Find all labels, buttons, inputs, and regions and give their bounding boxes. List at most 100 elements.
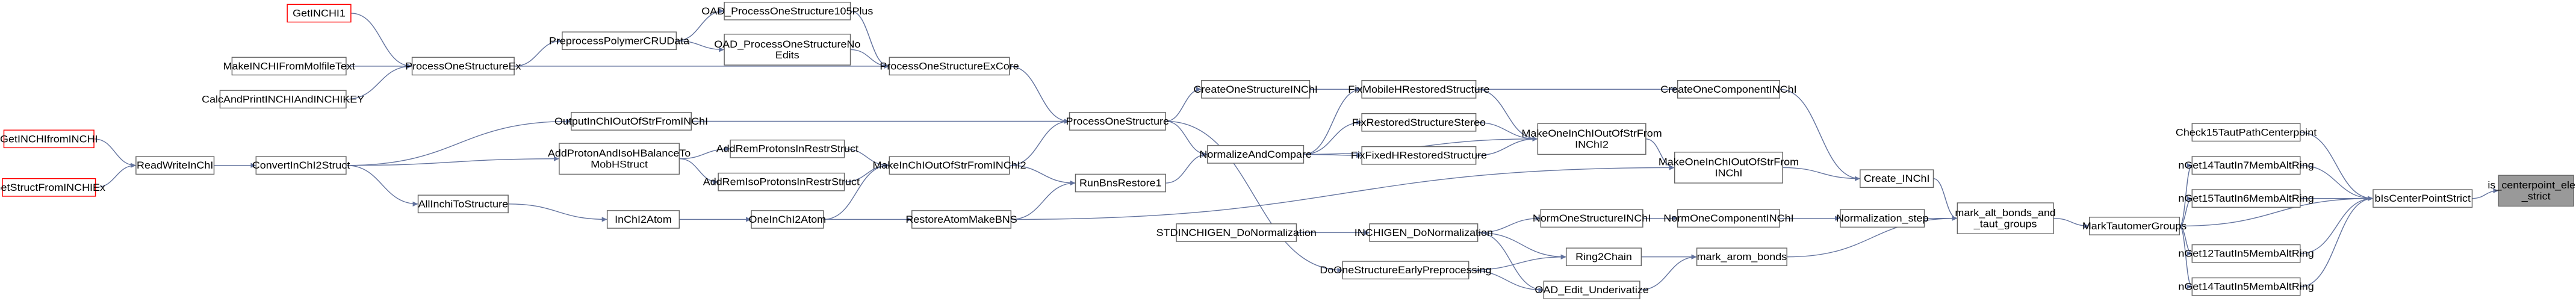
node-label: bIsCenterPointStrict — [2374, 193, 2471, 204]
node-inchi2atom[interactable]: InChI2Atom — [606, 210, 680, 229]
node-label: Normalization_step — [1836, 213, 1929, 224]
node-box — [724, 1, 851, 20]
node-oad-edit-underivatize[interactable]: OAD_Edit_Underivatize — [1535, 281, 1649, 300]
node-normalizeandcompare[interactable]: NormalizeAndCompare — [1199, 145, 1312, 164]
node-box — [724, 34, 851, 66]
edge-inchigen-donormalization-to-normonestructureinchi — [1477, 216, 1541, 234]
node-label: RunBnsRestore1 — [1079, 177, 1162, 188]
node-label: nGet15TautIn6MembAltRing — [2178, 193, 2314, 204]
node-box — [2191, 123, 2301, 142]
node-label: Check15TautPathCenterpoint — [2176, 126, 2317, 138]
node-normonecomponentinchi[interactable]: NormOneComponentINChI — [1663, 209, 1794, 228]
node-nget14tautin7membaltring[interactable]: nGet14TautIn7MembAltRing — [2178, 156, 2314, 175]
node-box — [1674, 152, 1783, 184]
node-box — [911, 210, 1012, 229]
edge-normalizeandcompare-to-fixrestoredstructurestereo — [1303, 120, 1362, 155]
edge-convertinchi2struct-to-outputinchioutofstrfrominchi — [346, 119, 571, 166]
edge-biscenterpointstrict-to-is-centerpoint-elem-strict — [2472, 188, 2499, 199]
node-label: Create_INChI — [1864, 173, 1930, 184]
node-getinchifrominchi[interactable]: GetINCHIfromINCHI — [0, 129, 98, 149]
node-makeinchioutofstrfrominchi2[interactable]: MakeInChIOutOfStrFromINChI2 — [872, 156, 1026, 175]
node-biscenterpointstrict[interactable]: bIsCenterPointStrict — [2373, 189, 2473, 208]
node-label: OAD_Edit_Underivatize — [1535, 284, 1648, 296]
node-box — [1361, 113, 1477, 132]
edge-normalizeandcompare-to-fixmobilehrestoredstructure — [1303, 87, 1362, 155]
node-box — [2191, 277, 2301, 296]
node-label: AllInchiToStructure — [418, 198, 509, 209]
node-box — [1075, 173, 1166, 193]
node-nget12tautin5membaltring[interactable]: nGet12TautIn5MembAltRing — [2178, 244, 2314, 263]
node-label: STDINCHIGEN_DoNormalization — [1156, 227, 1317, 238]
node-restoreatommakebns[interactable]: RestoreAtomMakeBNS — [905, 210, 1017, 229]
node-stdinchigen-donormalization[interactable]: STDINCHIGEN_DoNormalization — [1156, 223, 1317, 242]
node-box — [135, 156, 215, 175]
node-label: mark_arom_bonds — [1697, 251, 1787, 262]
node-oneinchi2atom[interactable]: OneInChI2Atom — [749, 210, 827, 229]
edge-restoreatommakebns-to-runbnsrestore1 — [1011, 180, 1076, 220]
node-processonestructure[interactable]: ProcessOneStructure — [1066, 112, 1169, 131]
edge-mark-alt-bonds-and-taut-groups-to-marktautomergroups — [2053, 217, 2090, 229]
node-convertinchi2struct[interactable]: ConvertInChI2Struct — [252, 156, 350, 175]
node-calcandprintinchiandinchikey[interactable]: CalcAndPrintINCHIAndINCHIKEY — [202, 90, 365, 109]
node-box — [1361, 146, 1477, 165]
node-box — [889, 57, 1010, 76]
node-createonecomponentinchi[interactable]: CreateOneComponentINChI — [1660, 80, 1797, 99]
node-makeinchifrommolfiletext[interactable]: MakeINCHIFromMolfileText — [223, 57, 355, 76]
node-inchigen-donormalization[interactable]: INCHIGEN_DoNormalization — [1355, 223, 1493, 242]
node-is-centerpoint-elem-strict[interactable]: is_centerpoint_elem_strict — [2488, 175, 2576, 207]
edge-makeoneinchioutofstrfrominchi-to-create-inchi — [1783, 167, 1860, 181]
node-preprocesspolymercrudata[interactable]: PreprocessPolymerCRUData — [549, 31, 690, 51]
node-label: RestoreAtomMakeBNS — [905, 214, 1017, 225]
node-label: PreprocessPolymerCRUData — [549, 35, 690, 46]
edge-addremprotonsinrestrstruct-to-makeinchioutofstrfrominchi2 — [844, 148, 890, 168]
node-create-inchi[interactable]: Create_INChI — [1860, 169, 1934, 188]
node-doonestructureearlypreprocessing[interactable]: DoOneStructureEarlyPreprocessing — [1320, 261, 1492, 280]
node-ring2chain[interactable]: Ring2Chain — [1565, 247, 1642, 267]
node-runbnsrestore1[interactable]: RunBnsRestore1 — [1075, 173, 1166, 193]
edge-normalizeandcompare-to-fixfixedhrestoredstructure — [1303, 153, 1362, 158]
node-fixfixedhrestoredstructure[interactable]: FixFixedHRestoredStructure — [1351, 146, 1487, 165]
node-oad-processonestructure105plus[interactable]: OAD_ProcessOneStructure105Plus — [701, 1, 873, 20]
node-processonestructureexcore[interactable]: ProcessOneStructureExCore — [880, 57, 1019, 76]
edge-doonestructureearlypreprocessing-to-ring2chain — [1468, 254, 1566, 271]
edge-mark-arom-bonds-to-mark-alt-bonds-and-taut-groups — [1787, 216, 1958, 258]
edge-fixmobilehrestoredstructure-to-makeoneinchioutofstrfrominchi2 — [1476, 88, 1538, 141]
node-fixmobilehrestoredstructure[interactable]: FixMobileHRestoredStructure — [1348, 80, 1490, 99]
edge-nget14tautin5membaltring-to-biscenterpointstrict — [2300, 196, 2373, 287]
edge-processonestructureex-to-preprocesspolymercrudata — [514, 38, 562, 67]
node-check15tautpathcenterpoint[interactable]: Check15TautPathCenterpoint — [2176, 123, 2317, 142]
node-readwriteinchi[interactable]: ReadWriteInChI — [135, 156, 215, 175]
node-marktautomergroups[interactable]: MarkTautomerGroups — [2082, 217, 2186, 235]
node-label: AddRemIsoProtonsInRestrStruct — [703, 176, 860, 187]
node-createonestructureinchi[interactable]: CreateOneStructureINChI — [1193, 80, 1318, 99]
node-allinchitostructure[interactable]: AllInchiToStructure — [417, 194, 509, 214]
node-addremisoprotonsinrestrstruct[interactable]: AddRemIsoProtonsInRestrStruct — [703, 172, 860, 191]
node-label: NormalizeAndCompare — [1199, 149, 1311, 160]
node-getstructfrominchiex[interactable]: GetStructFromINCHIEx — [0, 178, 105, 197]
node-nget15tautin6membaltring[interactable]: nGet15TautIn6MembAltRing — [2178, 189, 2314, 208]
edge-marktautomergroups-to-nget15tautin6membaltring — [2179, 196, 2193, 227]
node-normalization-step[interactable]: Normalization_step — [1836, 209, 1929, 228]
node-nget14tautin5membaltring[interactable]: nGet14TautIn5MembAltRing — [2178, 277, 2314, 296]
node-addremprotonsinrestrstruct[interactable]: AddRemProtonsInRestrStruct — [716, 139, 858, 158]
edge-check15tautpathcenterpoint-to-biscenterpointstrict — [2300, 132, 2373, 201]
node-outputinchioutofstrfrominchi[interactable]: OutputInChIOutOfStrFromINChI — [554, 112, 708, 131]
edge-oad-processonestructure105plus-to-processonestructureexcore — [850, 10, 890, 69]
edge-processonestructure-to-normalizeandcompare — [1165, 120, 1208, 157]
node-box — [559, 143, 680, 175]
edge-nget12tautin5membaltring-to-biscenterpointstrict — [2300, 196, 2373, 254]
node-label: OAD_ProcessOneStructure105Plus — [701, 5, 873, 17]
node-box — [562, 31, 677, 51]
node-processonestructureex[interactable]: ProcessOneStructureEx — [405, 57, 521, 76]
edge-createonecomponentinchi-to-create-inchi — [1780, 88, 1860, 181]
node-fixrestoredstructurestereo[interactable]: FixRestoredStructureStereo — [1352, 113, 1486, 132]
node-mark-alt-bonds-and-taut-groups[interactable]: mark_alt_bonds_and_taut_groups — [1955, 202, 2056, 234]
node-mark-arom-bonds[interactable]: mark_arom_bonds — [1696, 247, 1787, 267]
node-getinchi1[interactable]: GetINCHI1 — [287, 4, 352, 23]
node-normonestructureinchi[interactable]: NormOneStructureINChI — [1533, 209, 1651, 228]
